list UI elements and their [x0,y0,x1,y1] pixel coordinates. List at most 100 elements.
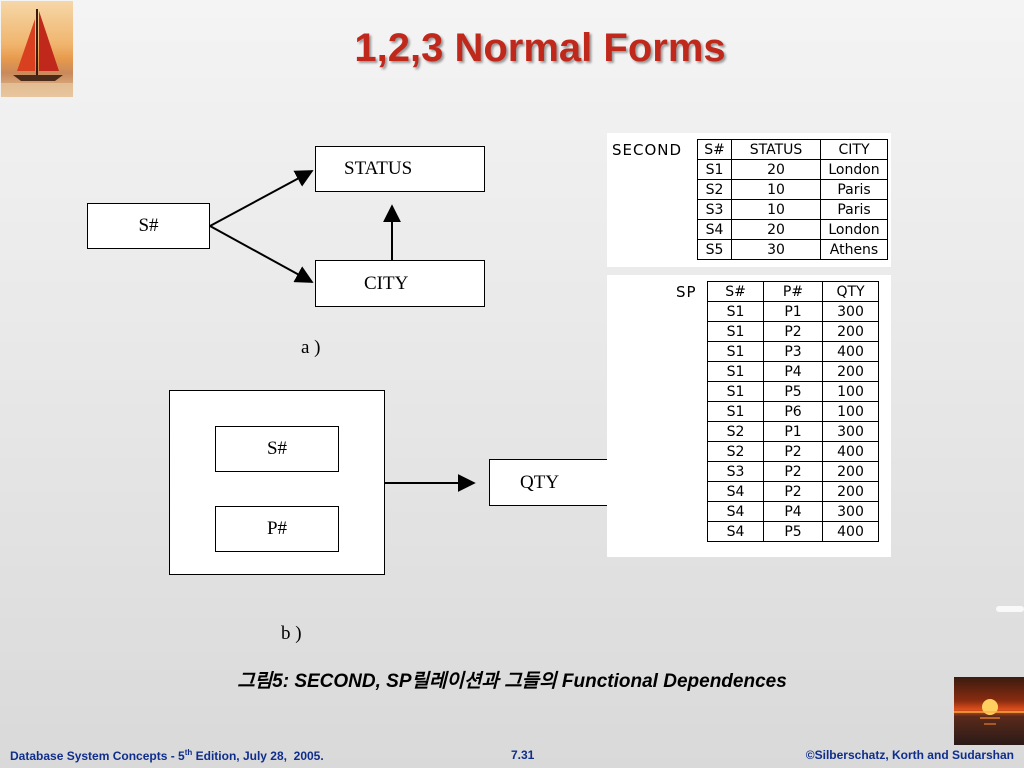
table-cell: P1 [763,421,823,442]
table-cell: S4 [697,219,732,240]
second-relation-name: SECOND [612,141,683,159]
arrow-s-to-city [209,225,314,283]
node-city: CITY [315,260,485,307]
table-cell: S1 [707,341,764,362]
slide-footer: Database System Concepts - 5th Edition, … [0,744,1024,768]
table-cell: P4 [763,501,823,522]
header-cell: CITY [820,139,888,160]
node-status: STATUS [315,146,485,192]
table-cell: 300 [822,301,879,322]
footer-left-sup: th [184,748,193,757]
footer-page-number: 7.31 [511,748,535,762]
table-cell: 20 [731,219,821,240]
table-cell: 300 [822,421,879,442]
table-cell: 100 [822,381,879,402]
table-cell: S1 [697,159,732,180]
figure-caption: 그림5: SECOND, SP릴레이션과 그들의 Functional Depe… [237,671,787,692]
table-cell: S5 [697,239,732,260]
table-cell: 400 [822,441,879,462]
sunset-logo [954,677,1024,745]
table-cell: S1 [707,381,764,402]
table-cell: P2 [763,481,823,502]
slide-title: 1,2,3 Normal Forms [354,26,726,70]
header-cell: STATUS [731,139,821,160]
sailboat-logo [1,1,73,97]
header-cell: S# [707,281,764,302]
node-s-a: S# [87,203,210,249]
table-cell: S4 [707,481,764,502]
node-p: P# [215,506,339,552]
table-cell: 200 [822,321,879,342]
table-cell: 400 [822,521,879,542]
table-cell: S1 [707,301,764,322]
footer-book-info: Database System Concepts - 5th Edition, … [10,748,324,763]
sunset-icon [954,699,1024,725]
table-cell: S1 [707,321,764,342]
header-cell: P# [763,281,823,302]
table-header-row: S# P# QTY [707,281,879,302]
table-cell: S2 [707,441,764,462]
table-cell: 10 [731,179,821,200]
table-cell: P3 [763,341,823,362]
table-cell: 200 [822,461,879,482]
table-cell: S4 [707,521,764,542]
table-cell: London [820,219,888,240]
node-s-b: S# [215,426,339,472]
table-cell: P5 [763,381,823,402]
arrow-s-to-status [209,170,314,227]
table-cell: London [820,159,888,180]
label-b: b ) [281,623,302,644]
table-cell: 200 [822,361,879,382]
table-cell: S3 [697,199,732,220]
table-cell: P2 [763,461,823,482]
table-cell: Paris [820,179,888,200]
table-header-row: S# STATUS CITY [697,139,888,160]
table-cell: S2 [697,179,732,200]
table-cell: 10 [731,199,821,220]
table-cell: S4 [707,501,764,522]
table-cell: 20 [731,159,821,180]
table-cell: 300 [822,501,879,522]
footer-left-suffix: Edition, July 28, 2005. [192,749,324,763]
table-cell: 200 [822,481,879,502]
footer-copyright: ©Silberschatz, Korth and Sudarshan [805,748,1014,762]
table-cell: P4 [763,361,823,382]
footer-left-prefix: Database System Concepts - 5 [10,749,185,763]
label-a: a ) [301,337,321,358]
table-cell: 100 [822,401,879,422]
header-cell: QTY [822,281,879,302]
table-cell: S1 [707,361,764,382]
table-cell: P6 [763,401,823,422]
sp-relation-name: SP [676,283,697,301]
header-cell: S# [697,139,732,160]
table-cell: Athens [820,239,888,260]
table-cell: P1 [763,301,823,322]
table-cell: P5 [763,521,823,542]
table-cell: S1 [707,401,764,422]
table-cell: P2 [763,441,823,462]
table-cell: 30 [731,239,821,260]
table-cell: P2 [763,321,823,342]
table-cell: Paris [820,199,888,220]
sailboat-icon [1,9,73,97]
